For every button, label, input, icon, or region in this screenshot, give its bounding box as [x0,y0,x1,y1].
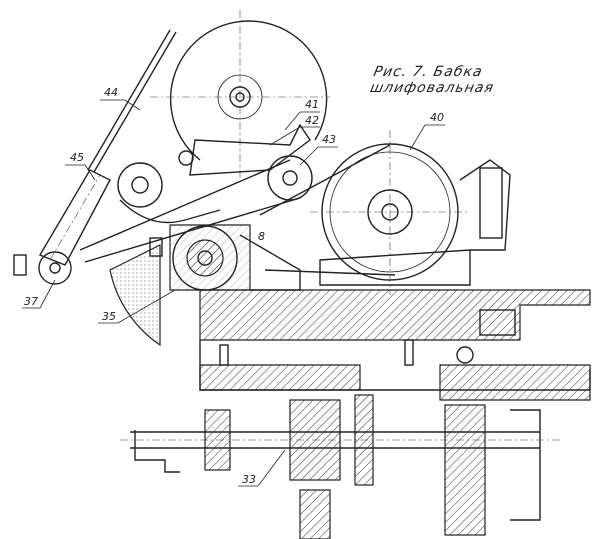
label-41: 41 [305,98,319,111]
label-44: 44 [104,86,118,99]
label-8: 8 [258,230,265,243]
callouts: 44 41 42 43 40 45 8 37 35 33 [22,86,445,487]
label-33: 33 [242,473,256,486]
motor-pulley [310,130,511,295]
tension-arm [13,162,221,285]
label-42: 42 [305,114,319,127]
label-35: 35 [102,310,116,323]
idler-pulley [178,150,313,201]
label-45: 45 [70,151,84,164]
upper-wheel [150,10,330,180]
label-40: 40 [430,111,444,124]
label-43: 43 [322,133,336,146]
base-body [199,289,591,401]
lower-shaft [120,394,560,539]
label-37: 37 [24,295,38,308]
spindle [109,224,301,347]
